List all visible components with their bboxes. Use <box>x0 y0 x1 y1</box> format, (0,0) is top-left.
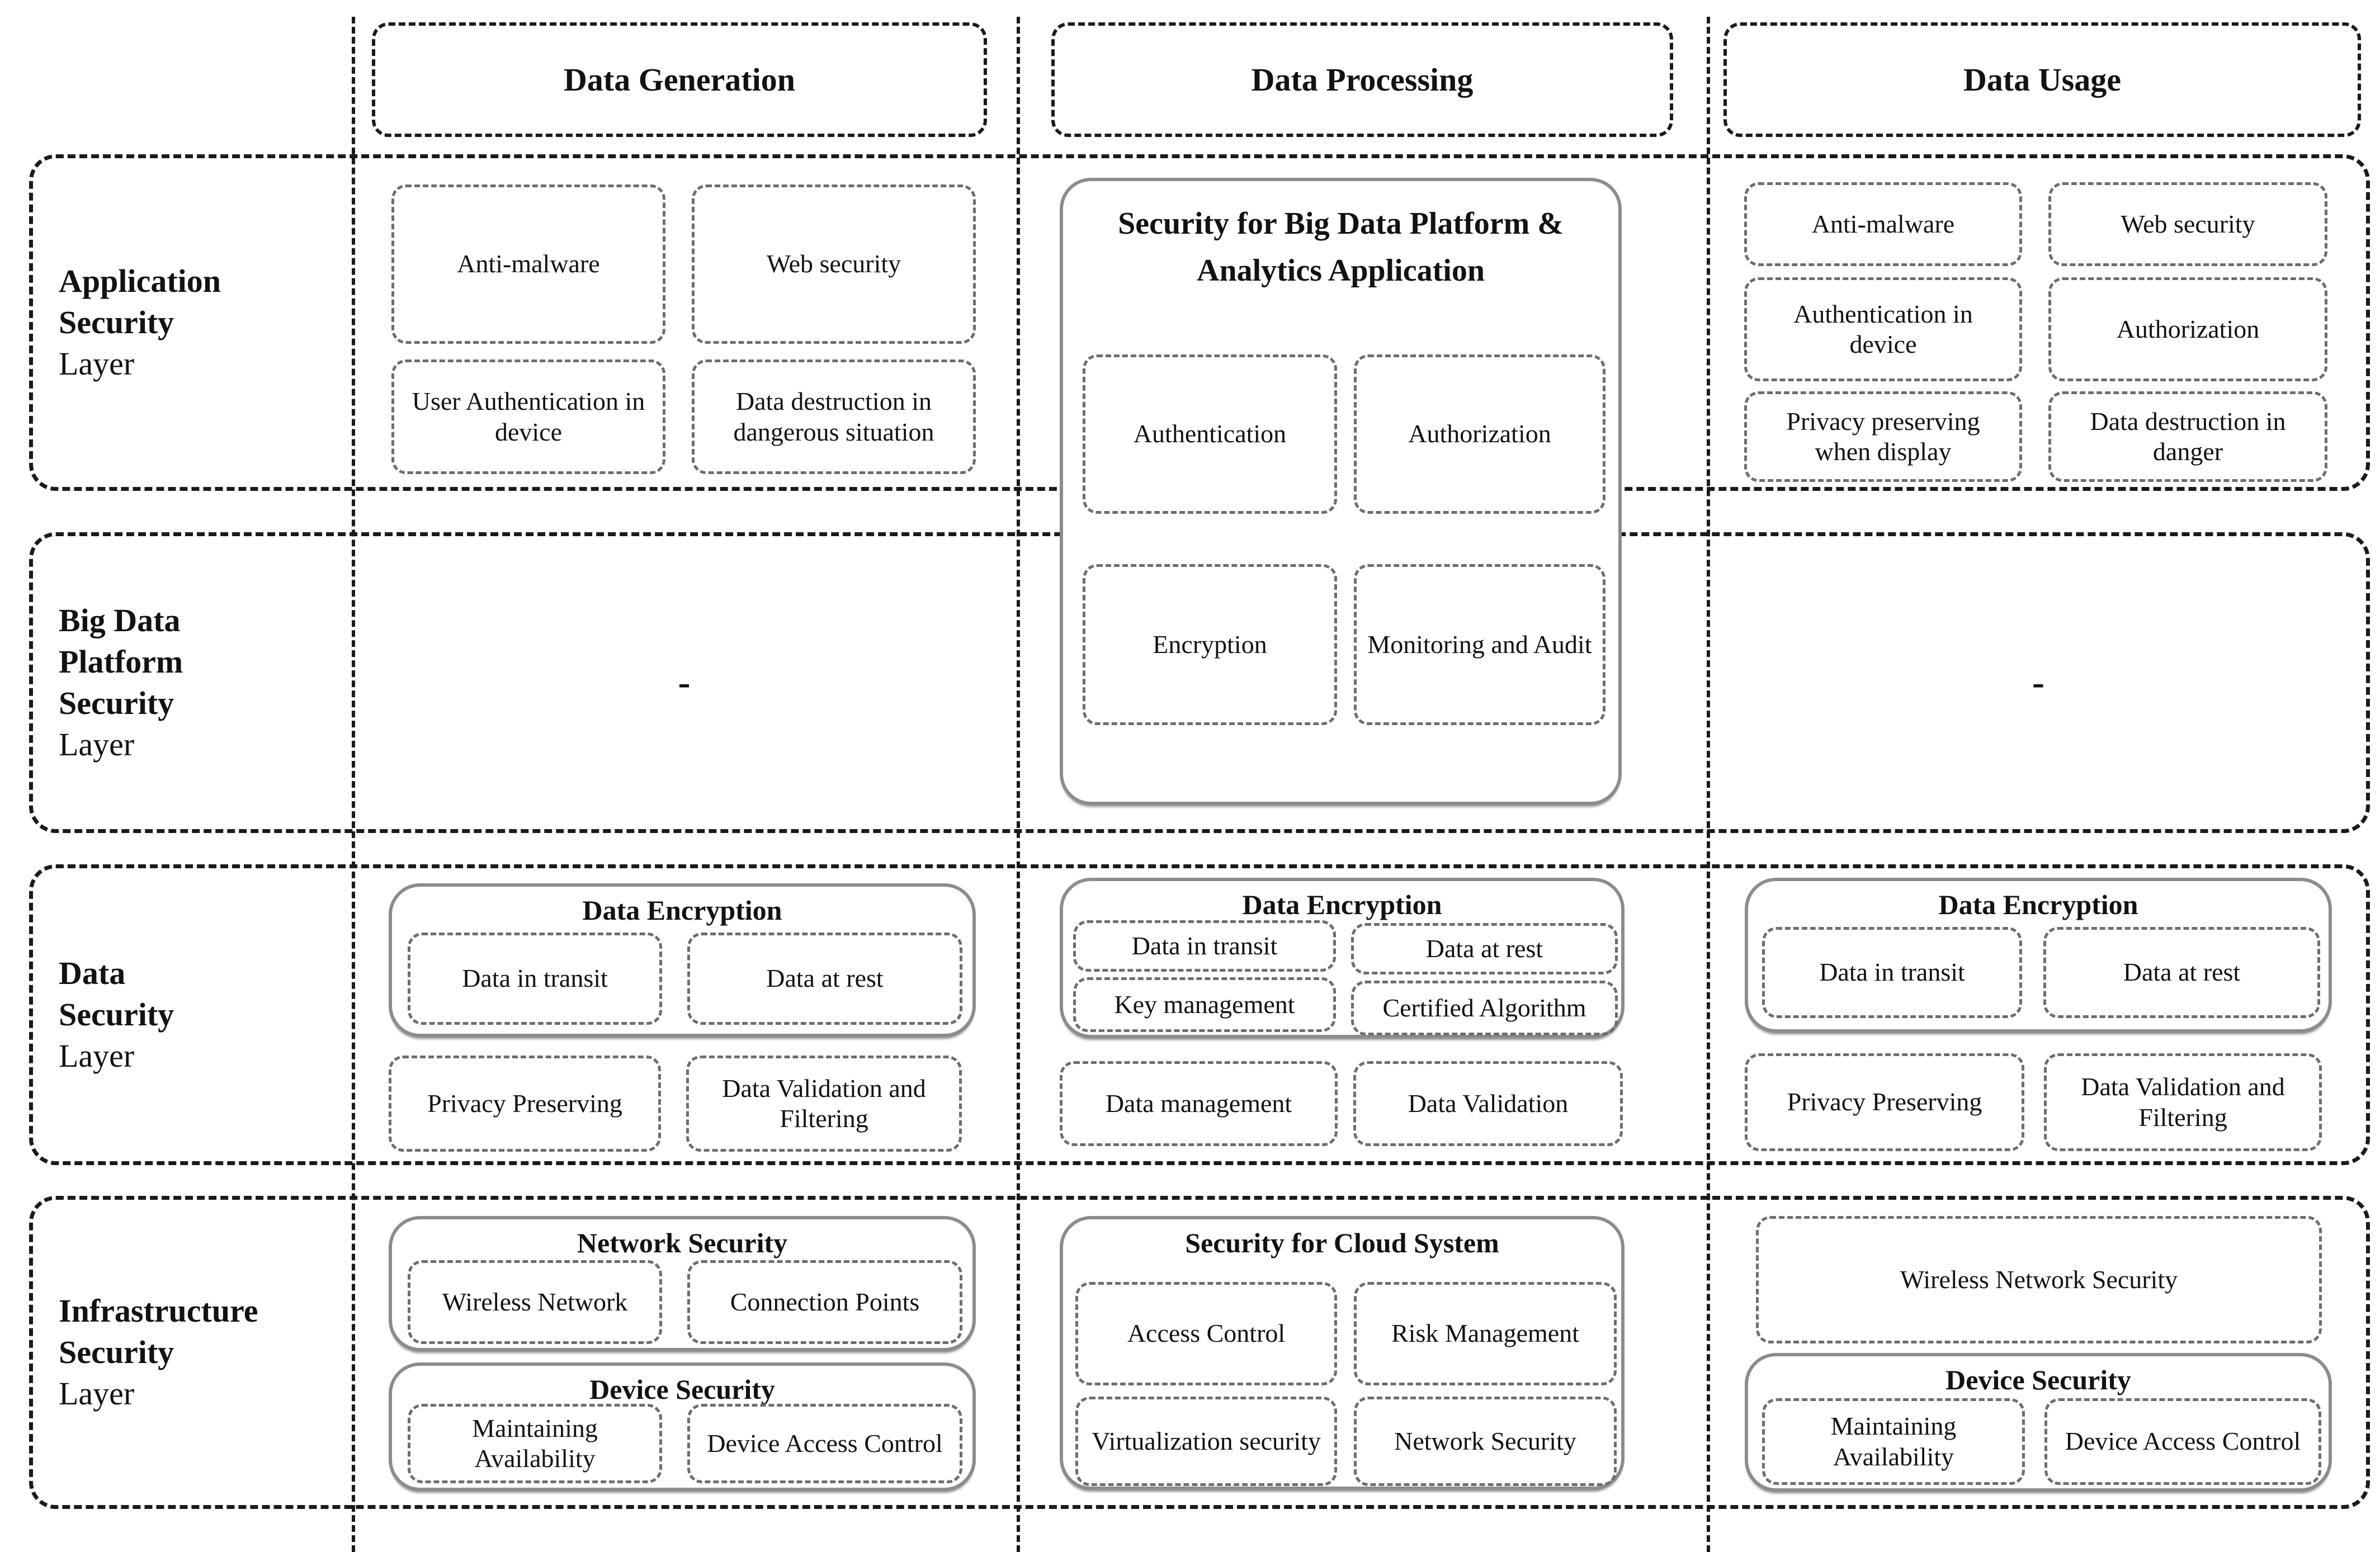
column-header-data-processing: Data Processing <box>1051 22 1673 137</box>
cell-wireless-network: Wireless Network <box>408 1260 662 1344</box>
column-header-data-usage: Data Usage <box>1723 22 2361 137</box>
container-title: Data Encryption <box>1938 889 2138 920</box>
column-header-label: Data Generation <box>564 61 795 98</box>
cell-key-management: Key management <box>1073 977 1336 1032</box>
cell-data-destruction-in-danger: Data destruction in danger <box>2048 391 2327 482</box>
cell-data-validation: Data Validation <box>1353 1061 1623 1146</box>
cell-data-in-transit-generation: Data in transit <box>408 933 662 1025</box>
cell-device-access-control-usage: Device Access Control <box>2044 1398 2321 1485</box>
container-title: Data Encryption <box>582 895 782 926</box>
row-label-bold: Big Data Platform Security <box>59 602 183 721</box>
row-label-bold: Data Security <box>59 954 174 1033</box>
cell-access-control: Access Control <box>1075 1282 1337 1385</box>
column-header-data-generation: Data Generation <box>372 22 987 137</box>
container-data-encryption-usage: Data Encryption Data in transit Data at … <box>1745 878 2332 1033</box>
container-security-for-cloud-system: Security for Cloud System Access Control… <box>1060 1216 1625 1490</box>
row-label-regular: Layer <box>59 1038 135 1075</box>
container-title: Device Security <box>589 1374 775 1405</box>
container-device-security-usage: Device Security Maintaining Availability… <box>1745 1353 2332 1492</box>
column-separator-1 <box>352 17 355 1552</box>
cell-device-access-control-generation: Device Access Control <box>687 1404 962 1483</box>
cell-data-at-rest-generation: Data at rest <box>687 933 962 1025</box>
row-frame-infrastructure-security <box>29 1196 2370 1509</box>
row-label-infrastructure-security-layer: Infrastructure Security Layer <box>59 1196 322 1509</box>
row-label-bold: Application Security <box>59 262 221 340</box>
cell-web-security-usage: Web security <box>2048 182 2327 266</box>
row-label-bold: Infrastructure Security <box>59 1292 258 1370</box>
container-data-encryption-generation: Data Encryption Data in transit Data at … <box>389 883 976 1037</box>
cell-authentication-in-device: Authentication in device <box>1744 277 2022 381</box>
cell-data-validation-filtering-generation: Data Validation and Filtering <box>686 1056 962 1152</box>
container-data-encryption-processing: Data Encryption Data in transit Data at … <box>1060 878 1625 1038</box>
row-label-big-data-platform-security-layer: Big Data Platform Security Layer <box>59 532 322 833</box>
cell-authorization-usage: Authorization <box>2048 277 2327 381</box>
cell-privacy-preserving-when-display: Privacy preserving when display <box>1744 391 2022 482</box>
cell-data-validation-filtering-usage: Data Validation and Filtering <box>2044 1053 2322 1151</box>
cell-maintaining-availability-usage: Maintaining Availability <box>1762 1398 2025 1485</box>
column-header-label: Data Processing <box>1251 61 1474 98</box>
container-network-security: Network Security Wireless Network Connec… <box>389 1216 976 1351</box>
row-label-regular: Layer <box>59 1375 135 1412</box>
cell-privacy-preserving-usage: Privacy Preserving <box>1745 1053 2024 1151</box>
cell-data-management: Data management <box>1060 1061 1338 1146</box>
placeholder-big-data-usage: - <box>2032 662 2044 703</box>
cell-authorization: Authorization <box>1354 354 1605 514</box>
cell-data-in-transit-processing: Data in transit <box>1073 920 1336 972</box>
cell-data-at-rest-processing: Data at rest <box>1351 923 1618 974</box>
cell-authentication: Authentication <box>1083 354 1337 514</box>
container-title: Security for Big Data Platform & Analyti… <box>1118 206 1564 288</box>
cell-data-destruction-dangerous-situation: Data destruction in dangerous situation <box>692 359 976 474</box>
cell-data-in-transit-usage: Data in transit <box>1762 927 2022 1018</box>
cell-network-security-cloud: Network Security <box>1354 1397 1617 1486</box>
cell-web-security-generation: Web security <box>692 184 976 344</box>
cell-connection-points: Connection Points <box>687 1260 962 1344</box>
container-title: Security for Cloud System <box>1185 1227 1499 1258</box>
cell-wireless-network-security: Wireless Network Security <box>1756 1216 2322 1343</box>
cell-data-at-rest-usage: Data at rest <box>2043 927 2320 1018</box>
column-separator-3 <box>1707 17 1710 1552</box>
row-label-data-security-layer: Data Security Layer <box>59 864 322 1165</box>
cell-monitoring-and-audit: Monitoring and Audit <box>1354 564 1605 725</box>
cell-anti-malware-usage: Anti-malware <box>1744 182 2022 266</box>
placeholder-big-data-generation: - <box>678 662 691 703</box>
cell-anti-malware-generation: Anti-malware <box>391 184 665 344</box>
container-big-data-platform-analytics: Security for Big Data Platform & Analyti… <box>1060 178 1622 805</box>
cell-maintaining-availability-generation: Maintaining Availability <box>408 1404 662 1483</box>
cell-risk-management: Risk Management <box>1354 1282 1617 1385</box>
cell-encryption: Encryption <box>1083 564 1337 725</box>
cell-privacy-preserving-generation: Privacy Preserving <box>389 1056 661 1152</box>
row-label-application-security-layer: Application Security Layer <box>59 154 322 491</box>
column-header-label: Data Usage <box>1963 61 2121 98</box>
container-device-security-generation: Device Security Maintaining Availability… <box>389 1362 976 1491</box>
container-title: Device Security <box>1945 1364 2131 1395</box>
cell-user-authentication-in-device: User Authentication in device <box>391 359 665 474</box>
column-separator-2 <box>1017 17 1020 1552</box>
cell-virtualization-security: Virtualization security <box>1075 1397 1337 1486</box>
container-title: Network Security <box>577 1227 788 1258</box>
row-frame-data-security <box>29 864 2370 1165</box>
container-title: Data Encryption <box>1242 889 1442 920</box>
cell-certified-algorithm: Certified Algorithm <box>1351 981 1618 1035</box>
row-label-regular: Layer <box>59 726 135 763</box>
row-label-regular: Layer <box>59 346 135 382</box>
